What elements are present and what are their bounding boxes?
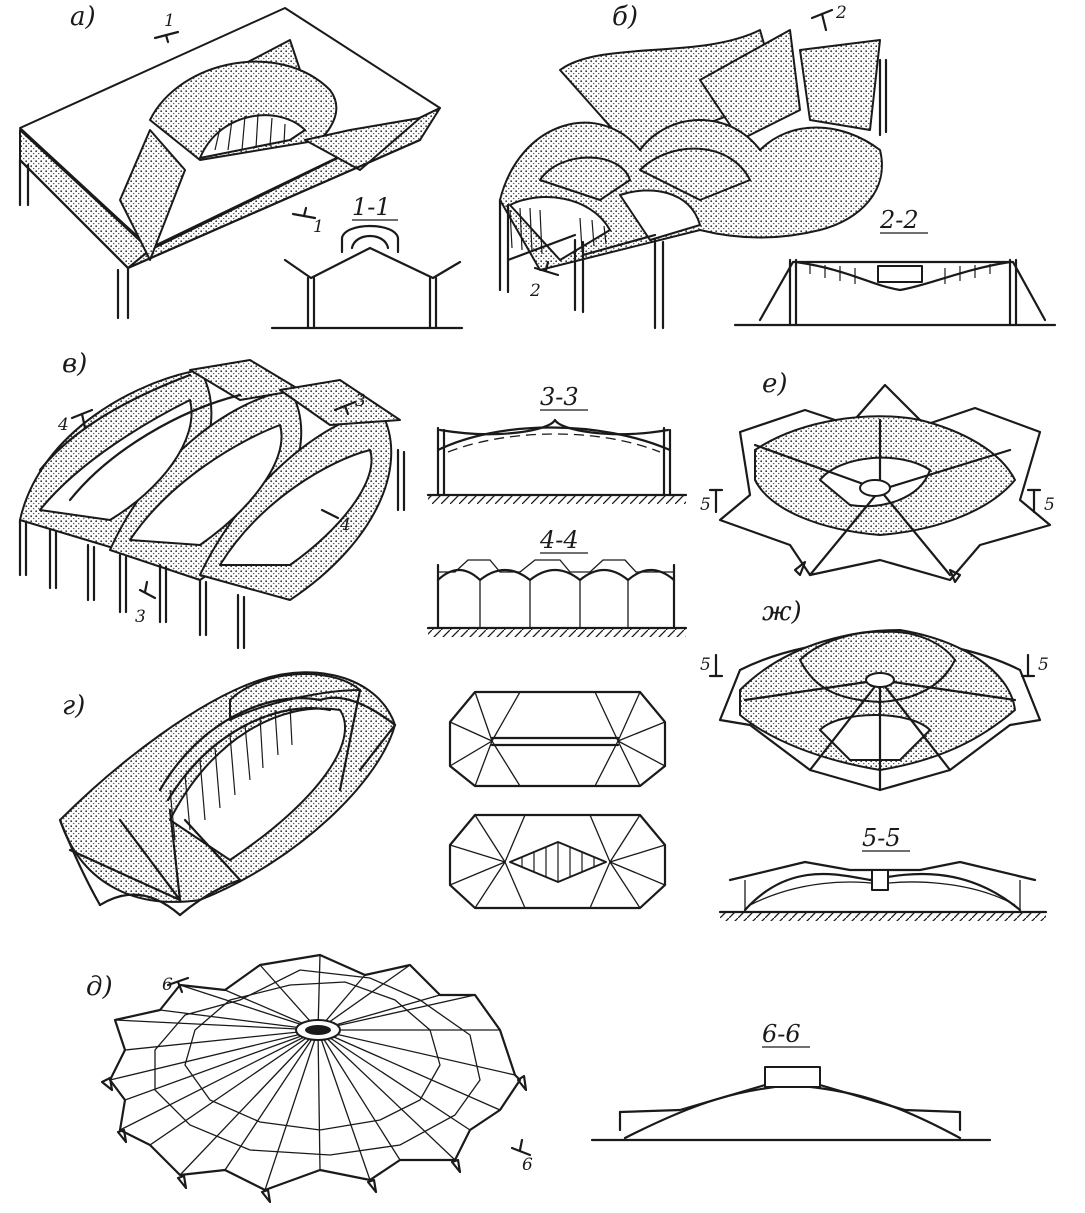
svg-text:4: 4 — [339, 515, 351, 535]
svg-text:1: 1 — [313, 217, 324, 237]
svg-text:1: 1 — [164, 11, 175, 31]
panel-zh-label: ж) — [762, 597, 802, 627]
section-4-4-drawing — [426, 559, 688, 637]
panel-v-perspective — [18, 359, 406, 650]
svg-text:5: 5 — [700, 655, 711, 675]
section-2-2-drawing — [733, 258, 1057, 327]
section-marker-3-bottom: 3 — [135, 580, 157, 627]
section-5-5-title: 5-5 — [862, 824, 901, 852]
section-marker-1-top: 1 — [153, 11, 180, 44]
panel-g-plan-bottom — [448, 813, 667, 910]
svg-text:5: 5 — [700, 495, 711, 515]
section-6-6-drawing — [590, 1066, 992, 1142]
panel-e-label: е) — [762, 369, 788, 399]
section-6-6-title: 6-6 — [762, 1020, 801, 1048]
section-2-2-title: 2-2 — [879, 206, 919, 234]
svg-text:3: 3 — [355, 391, 366, 411]
section-marker-5-left-e: 5 — [700, 488, 724, 515]
panel-v-columns — [18, 448, 406, 650]
section-marker-2-bottom: 2 — [529, 260, 560, 301]
svg-text:6: 6 — [162, 975, 173, 995]
section-marker-4-bottom: 4 — [320, 508, 351, 535]
svg-text:4: 4 — [57, 415, 69, 435]
panel-b-label: б) — [612, 2, 638, 32]
panel-v-label: в) — [62, 349, 87, 379]
section-1-1-drawing — [270, 224, 464, 330]
section-1-1-title: 1-1 — [352, 193, 391, 221]
panel-d-label: д) — [86, 972, 113, 1002]
panel-g-perspective — [58, 671, 397, 917]
svg-text:3: 3 — [135, 607, 146, 627]
panel-b-perspective — [498, 29, 888, 330]
section-marker-4-top: 4 — [57, 408, 94, 435]
panel-a-label: а) — [70, 2, 96, 32]
section-marker-5-left-zh: 5 — [700, 653, 724, 678]
svg-text:2: 2 — [529, 281, 541, 301]
panel-a-perspective — [18, 7, 441, 320]
section-4-4-title: 4-4 — [539, 526, 579, 554]
panel-g-label: г) — [62, 691, 85, 721]
svg-text:2: 2 — [835, 3, 847, 23]
panel-zh-perspective — [718, 629, 1042, 792]
panel-d-mesh — [109, 954, 516, 1191]
panel-d-perspective — [100, 953, 528, 1204]
section-5-5-drawing — [718, 860, 1048, 921]
section-marker-5-right-e: 5 — [1026, 488, 1055, 515]
section-marker-5-right-zh: 5 — [1020, 653, 1049, 678]
panel-g-plan-top — [448, 690, 667, 788]
svg-text:5: 5 — [1038, 655, 1049, 675]
svg-text:6: 6 — [522, 1155, 533, 1175]
section-marker-3-top: 3 — [333, 391, 366, 416]
section-3-3-drawing — [426, 418, 688, 504]
panel-e-perspective — [718, 383, 1052, 584]
section-marker-6-bottom: 6 — [510, 1138, 533, 1175]
svg-text:5: 5 — [1044, 495, 1055, 515]
panel-d-supports — [100, 1074, 528, 1204]
section-3-3-title: 3-3 — [540, 383, 579, 411]
section-marker-2-top: 2 — [810, 3, 847, 32]
section-marker-1-bottom: 1 — [291, 206, 324, 237]
section-marker-6-top: 6 — [162, 975, 190, 995]
